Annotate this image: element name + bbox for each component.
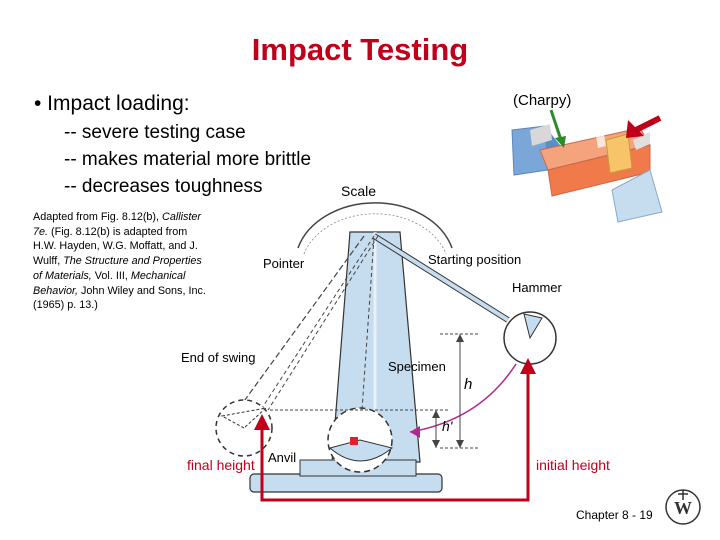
scale-dial (297, 202, 453, 255)
university-logo-icon: W (665, 489, 701, 525)
label-h-prime: h' (442, 418, 453, 434)
bullet-impact-loading: • Impact loading: (34, 92, 190, 115)
charpy-arrow-red-icon (626, 115, 662, 138)
sub-bullet-toughness: -- decreases toughness (64, 176, 263, 197)
footer-chapter-page: Chapter 8 - 19 (576, 508, 653, 522)
slide-title: Impact Testing (251, 32, 469, 67)
label-initial-height: initial height (536, 457, 610, 473)
h-prime-dimension (270, 409, 450, 448)
red-annotation-connector (254, 358, 536, 502)
hammer-bottom (327, 237, 394, 473)
swing-arc (409, 363, 517, 433)
hammer-end-of-swing (215, 399, 273, 457)
pointer-needle (241, 235, 365, 405)
hammer-start (503, 311, 557, 365)
h-dimension (440, 333, 480, 449)
charpy-illustration (511, 124, 663, 223)
label-starting-position: Starting position (428, 252, 522, 267)
charpy-label: (Charpy) (513, 92, 572, 109)
label-hammer: Hammer (512, 280, 562, 295)
machine-base (249, 473, 443, 493)
specimen-marker (350, 437, 358, 445)
svg-text:W: W (674, 498, 692, 518)
label-end-of-swing: End of swing (181, 350, 256, 365)
label-scale: Scale (341, 183, 377, 199)
charpy-arrow-green-icon (549, 109, 566, 148)
label-specimen: Specimen (388, 359, 446, 374)
sub-bullet-severe: -- severe testing case (64, 122, 246, 143)
label-h: h (464, 376, 473, 393)
label-pointer: Pointer (263, 256, 305, 271)
label-final-height: final height (187, 457, 255, 473)
figure-caption: Adapted from Fig. 8.12(b), Callister 7e.… (33, 211, 206, 312)
label-anvil: Anvil (268, 450, 297, 465)
sub-bullet-brittle: -- makes material more brittle (64, 149, 312, 170)
